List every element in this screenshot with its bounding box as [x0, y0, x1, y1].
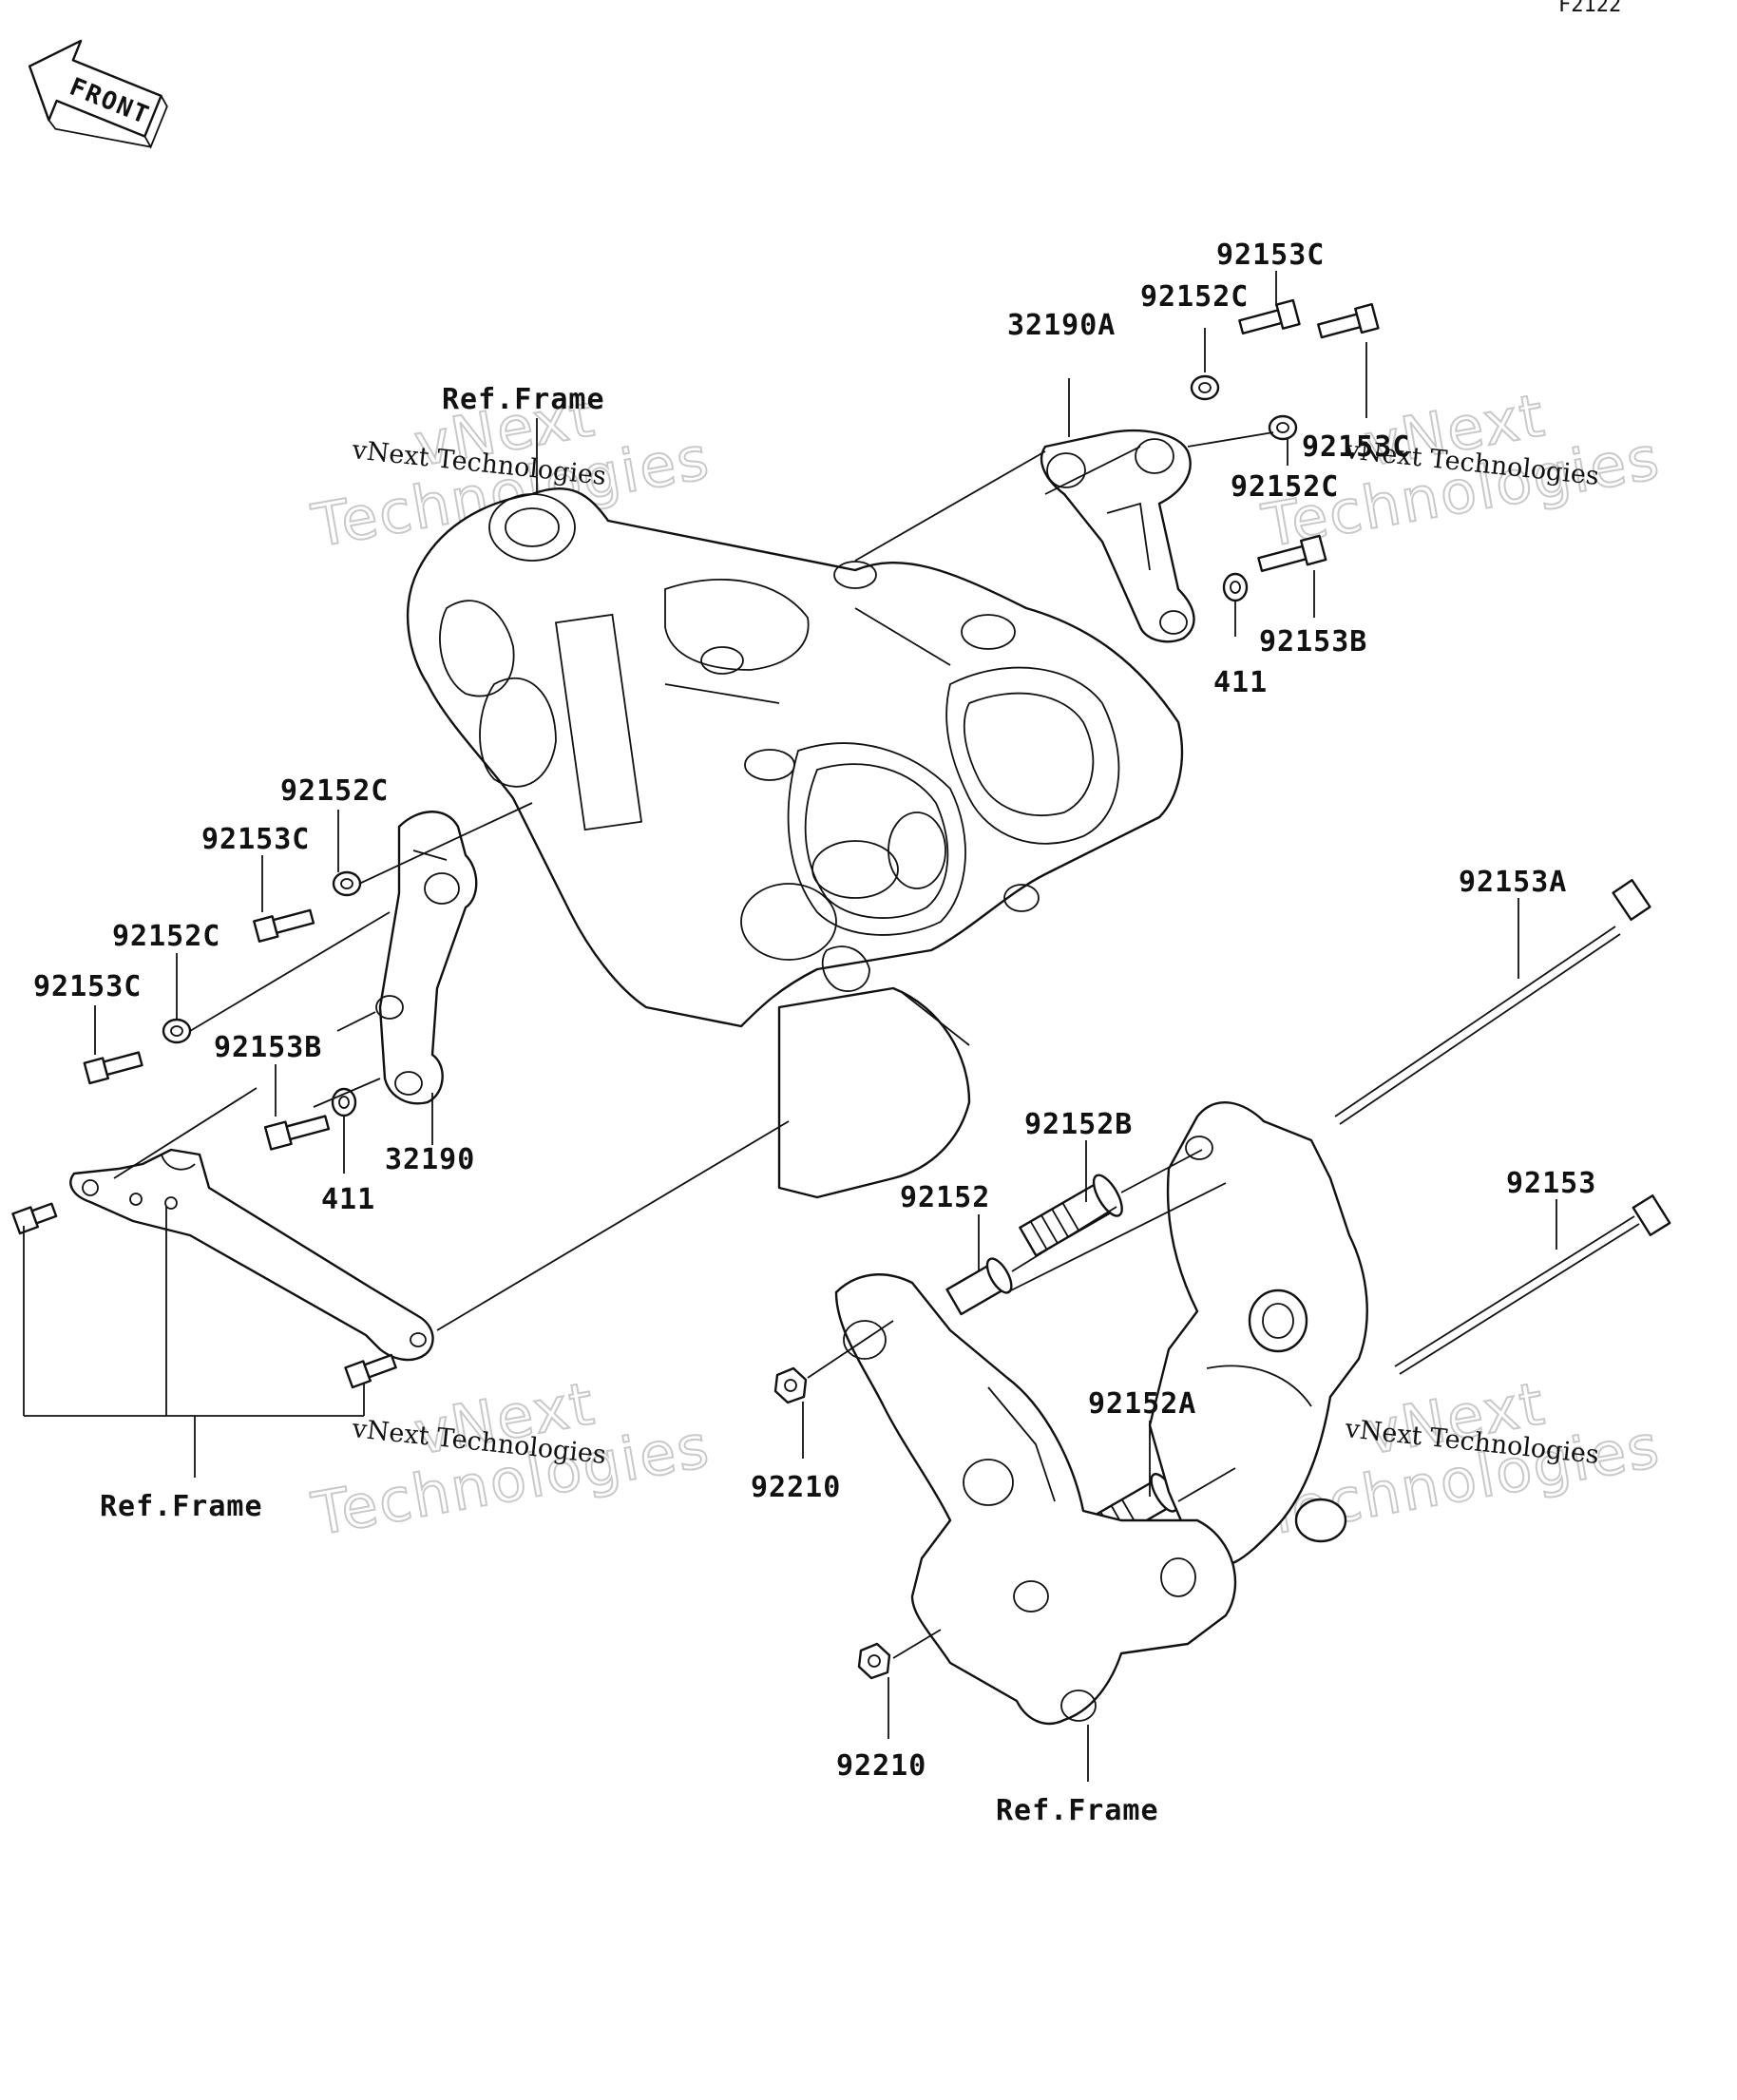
- label-92153c-b: 92153C: [1302, 430, 1410, 464]
- label-92152c-d: 92152C: [112, 920, 220, 953]
- washer-411-b: [331, 1087, 357, 1117]
- part-labels: 92153C 92152C 32190A 92153C 92152C 92153…: [33, 239, 1596, 1827]
- bracket-32190a-drawing: [1040, 430, 1195, 643]
- label-ref-frame-top: Ref.Frame: [442, 383, 605, 416]
- engine-mount-right-drawing: [1148, 1101, 1368, 1568]
- leaders-crossmember: [23, 1087, 790, 1478]
- collar-92152b: [1019, 1174, 1123, 1257]
- label-92153b-a: 92153B: [1259, 625, 1367, 659]
- bolt-crossmember-b: [344, 1353, 397, 1389]
- washer-92152c-c: [332, 870, 362, 897]
- bolt-92153c-c: [253, 908, 315, 943]
- bolt-92153c-a: [1238, 298, 1301, 335]
- watermark-big-3: vNext Technologies: [306, 1367, 716, 1550]
- nut-92210-b: [857, 1642, 891, 1680]
- leaders-left-bracket: [94, 802, 533, 1174]
- long-bolt-92153a: [1334, 878, 1651, 1125]
- bolt-92153b-b: [263, 1115, 331, 1151]
- label-92153c-c: 92153C: [201, 823, 310, 856]
- leaders-lower-right: [802, 898, 1557, 1782]
- label-92152c-a: 92152C: [1140, 280, 1249, 314]
- label-92153c-d: 92153C: [33, 970, 142, 1003]
- bolt-92153c-b: [1317, 302, 1380, 339]
- label-ref-frame-left: Ref.Frame: [100, 1490, 263, 1523]
- front-arrow-icon: FRONT: [28, 39, 168, 149]
- label-32190a: 32190A: [1007, 309, 1116, 342]
- label-92153c-a: 92153C: [1216, 239, 1325, 272]
- bolt-92153c-d: [83, 1051, 143, 1085]
- engine-mount-left-drawing: [834, 1273, 1237, 1726]
- label-92152: 92152: [900, 1181, 990, 1214]
- nut-92210-a: [773, 1366, 808, 1404]
- main-frame-drawing: [406, 487, 1184, 1199]
- label-ref-frame-bottom: Ref.Frame: [996, 1794, 1159, 1827]
- bolt-crossmember-a: [11, 1202, 58, 1235]
- long-bolt-92153: [1394, 1194, 1671, 1375]
- collar-92152: [945, 1257, 1013, 1316]
- diagram-code: F2122: [1558, 0, 1621, 17]
- label-92210-a: 92210: [751, 1471, 841, 1504]
- label-92152a: 92152A: [1088, 1387, 1196, 1421]
- washer-92152c-a: [1190, 374, 1220, 401]
- washer-92152c-d: [162, 1018, 192, 1044]
- label-92152b: 92152B: [1024, 1108, 1133, 1141]
- leaders-top-right: [854, 271, 1367, 637]
- label-92153b-b: 92153B: [214, 1031, 322, 1064]
- label-411-b: 411: [321, 1183, 375, 1216]
- label-92153a: 92153A: [1459, 866, 1567, 899]
- label-92153: 92153: [1506, 1167, 1596, 1200]
- label-92152c-b: 92152C: [1231, 470, 1339, 504]
- crossmember-drawing: [69, 1148, 434, 1362]
- bracket-32190-drawing: [375, 811, 478, 1105]
- label-92210-b: 92210: [836, 1749, 926, 1783]
- washer-411-a: [1222, 572, 1249, 602]
- label-411-a: 411: [1213, 666, 1268, 699]
- label-32190: 32190: [385, 1143, 475, 1176]
- label-92152c-c: 92152C: [280, 774, 389, 808]
- bolt-92153b-a: [1257, 534, 1327, 573]
- washer-92152c-b: [1268, 414, 1298, 441]
